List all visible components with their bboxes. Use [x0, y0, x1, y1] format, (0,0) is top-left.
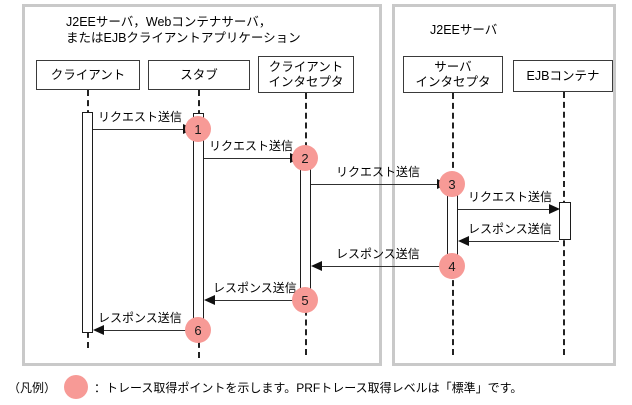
arrowhead-7	[204, 295, 215, 305]
legend: （凡例） ：トレース取得ポイントを示します。PRFトレース取得レベルは「標準」で…	[8, 374, 628, 400]
message-line-7	[215, 300, 300, 301]
message-line-2	[204, 158, 292, 159]
trace-point-5[interactable]: 5	[292, 287, 318, 313]
message-label-7: レスポンス送信	[213, 281, 297, 295]
arrowhead-6	[311, 261, 322, 271]
participant-server-interceptor[interactable]: サーバ インタセプタ	[403, 56, 503, 93]
trace-point-1[interactable]: 1	[185, 116, 211, 142]
message-line-4	[458, 209, 552, 210]
message-label-6: レスポンス送信	[336, 247, 420, 261]
activation-ejb-container	[559, 202, 571, 240]
trace-point-6[interactable]: 6	[185, 317, 211, 343]
participant-client[interactable]: クライアント	[36, 60, 140, 90]
message-label-3: リクエスト送信	[336, 165, 421, 179]
activation-client	[82, 112, 93, 333]
frame-client-side-title: J2EEサーバ，Webコンテナサーバ， またはEJBクライアントアプリケーション	[66, 15, 301, 45]
message-line-8	[104, 330, 193, 331]
frame-server-side-title: J2EEサーバ	[430, 23, 498, 37]
message-label-1: リクエスト送信	[98, 110, 183, 124]
message-label-2: リクエスト送信	[209, 139, 294, 153]
activation-stub	[193, 113, 204, 331]
participant-ejb-container[interactable]: EJBコンテナ	[513, 60, 613, 92]
message-label-8: レスポンス送信	[98, 311, 182, 325]
participant-stub[interactable]: スタブ	[148, 60, 250, 90]
trace-point-marker-icon	[64, 375, 89, 399]
trace-point-4[interactable]: 4	[439, 253, 465, 279]
arrowhead-4	[549, 204, 560, 214]
message-line-1	[93, 129, 185, 130]
arrowhead-8	[93, 325, 104, 335]
message-label-4: リクエスト送信	[468, 190, 553, 204]
participant-client-interceptor[interactable]: クライアント インタセプタ	[258, 56, 354, 93]
message-line-6	[322, 266, 447, 267]
trace-point-3[interactable]: 3	[439, 171, 465, 197]
legend-prefix: （凡例）	[8, 380, 57, 395]
arrowhead-5	[458, 236, 469, 246]
legend-description: ：トレース取得ポイントを示します。PRFトレース取得レベルは「標準」です。	[94, 380, 523, 395]
trace-point-2[interactable]: 2	[292, 145, 318, 171]
message-label-5: レスポンス送信	[468, 222, 552, 236]
message-line-5	[469, 241, 559, 242]
message-line-3	[311, 184, 439, 185]
